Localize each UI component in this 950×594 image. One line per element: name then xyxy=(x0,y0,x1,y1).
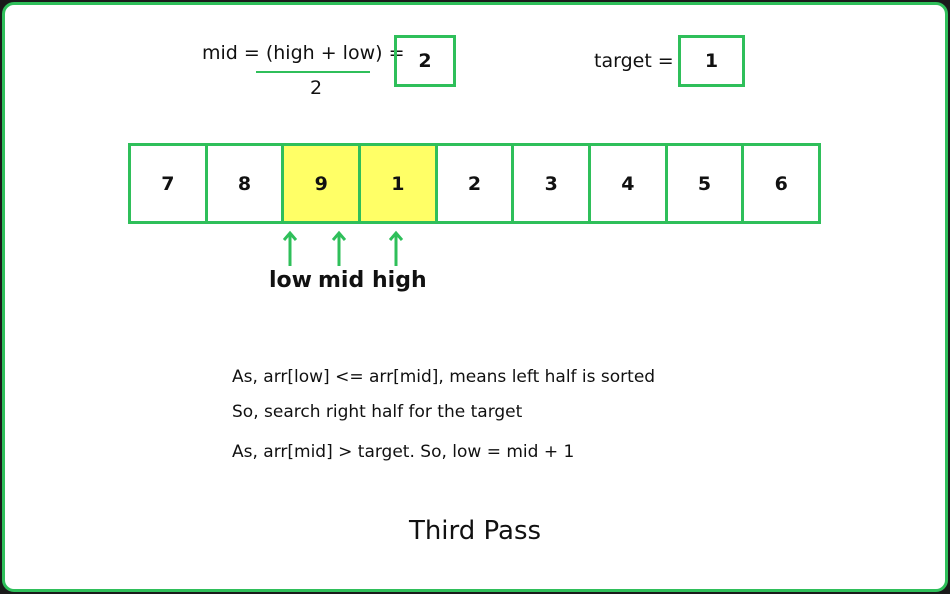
array-cell-high: 1 xyxy=(361,146,438,221)
mid-arrow-icon xyxy=(332,230,346,266)
array: 7 8 9 1 2 3 4 5 6 xyxy=(128,143,821,224)
array-cell: 3 xyxy=(514,146,592,221)
high-arrow-icon xyxy=(389,230,403,266)
mid-value-box: 2 xyxy=(394,35,456,87)
note-line-3: As, arr[mid] > target. So, low = mid + 1 xyxy=(232,442,575,462)
array-cell: 8 xyxy=(208,146,285,221)
target-value-box: 1 xyxy=(678,35,745,87)
array-cell: 2 xyxy=(438,146,515,221)
note-line-2: So, search right half for the target xyxy=(232,402,523,422)
low-arrow-icon xyxy=(283,230,297,266)
mid-formula-denominator: 2 xyxy=(310,77,323,99)
high-pointer-label: high xyxy=(372,268,427,293)
pass-caption: Third Pass xyxy=(408,516,542,546)
note-line-1: As, arr[low] <= arr[mid], means left hal… xyxy=(232,367,656,387)
low-pointer-label: low xyxy=(269,268,312,293)
array-cell: 7 xyxy=(131,146,208,221)
array-cell-low: 9 xyxy=(284,146,362,221)
fraction-line xyxy=(256,71,370,73)
mid-pointer-label: mid xyxy=(318,268,365,293)
array-cell: 4 xyxy=(591,146,668,221)
array-cell: 5 xyxy=(668,146,745,221)
mid-formula-numerator: mid = (high + low) = xyxy=(202,42,405,64)
target-label: target = xyxy=(594,50,674,72)
array-cell: 6 xyxy=(774,172,788,195)
